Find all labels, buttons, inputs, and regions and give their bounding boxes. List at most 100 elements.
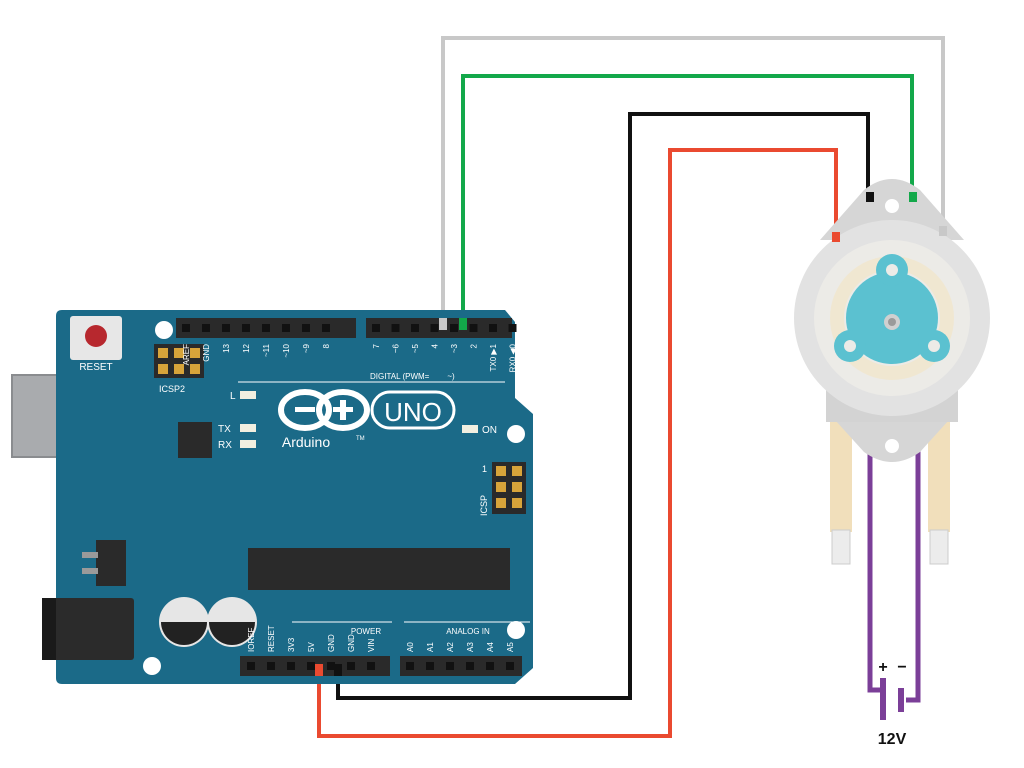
logo-brand: Arduino — [282, 434, 330, 450]
digital-right-pin-label: ~6 — [392, 343, 401, 353]
mounting-hole — [507, 425, 525, 443]
digital-label: DIGITAL (PWM=~) — [370, 372, 455, 381]
pump-rotor — [834, 254, 950, 364]
analog-label: ANALOG IN — [446, 627, 490, 636]
digital-right-pin — [372, 324, 380, 332]
led-on: ON — [462, 425, 497, 436]
capacitor — [207, 597, 257, 647]
digital-left-pin — [322, 324, 330, 332]
mounting-hole — [155, 321, 173, 339]
peristaltic-pump — [794, 179, 990, 565]
power-pin — [307, 662, 315, 670]
mounting-hole — [507, 621, 525, 639]
digital-left-pin-label: AREF — [182, 344, 191, 365]
black-wire-end — [334, 664, 342, 676]
power-pin-label: IOREF — [247, 627, 256, 652]
analog-pin-label: A0 — [406, 642, 415, 652]
analog-pin — [446, 662, 454, 670]
logo-tm: TM — [356, 436, 365, 442]
led-rx-label: RX — [218, 440, 232, 451]
reset-button-cap[interactable] — [85, 325, 107, 347]
arduino-uno-board: RESET ICSP2 AREF GND 13 1 2 ~11 ~10 ~9 8 7 ~6 ~5 4 ~… — [11, 310, 533, 684]
digital-right-pin-label: TX0 ▶1 — [489, 343, 498, 371]
icsp-header — [492, 462, 526, 514]
power-pin-label: 5V — [307, 642, 316, 652]
capacitor — [159, 597, 209, 647]
digital-left-pin-label: 8 — [322, 343, 331, 348]
digital-left-pin-label: ~9 — [302, 343, 311, 353]
power-pin — [367, 662, 375, 670]
led-l: L — [230, 391, 256, 402]
digital-right-pin-label: 4 — [431, 343, 440, 348]
digital-right-pin — [469, 324, 478, 332]
battery-plate-long — [880, 678, 886, 720]
analog-pin-label: A3 — [466, 642, 475, 652]
red-wire — [317, 148, 838, 738]
analog-pin — [486, 662, 494, 670]
purple-wire-positive — [867, 440, 880, 693]
battery-12v: + − 12V — [878, 659, 907, 748]
digital-left-pin — [302, 324, 310, 332]
usb-chip — [178, 422, 212, 458]
digital-left-pin-label: ~10 — [282, 343, 291, 357]
analog-pin-label: A4 — [486, 642, 495, 652]
digital-right-pin-label: 2 — [470, 343, 479, 348]
power-pin — [287, 662, 295, 670]
pump-tube-right — [928, 420, 950, 532]
battery-plus: + — [878, 659, 887, 676]
icsp-label: ICSP — [479, 495, 489, 516]
purple-wire-negative — [906, 440, 921, 703]
black-wire — [336, 112, 870, 700]
digital-left-pin-label: 13 — [222, 343, 231, 352]
digital-right-pin-label: 7 — [372, 343, 381, 348]
power-pin-label: GND — [327, 634, 336, 652]
power-pin — [347, 662, 355, 670]
analog-header — [400, 656, 522, 676]
digital-left-pin — [182, 324, 190, 332]
digital-left-pin — [242, 324, 250, 332]
green-wire — [461, 74, 914, 328]
icsp2-label: ICSP2 — [159, 384, 185, 394]
digital-left-pin — [262, 324, 270, 332]
digital-right-pin-label: ~5 — [411, 343, 420, 353]
digital-left-pin — [222, 324, 230, 332]
digital-left-pin — [202, 324, 210, 332]
digital-right-pin — [411, 324, 419, 332]
digital-right-pin — [508, 324, 517, 332]
digital-right-pin — [450, 324, 458, 332]
led-l-label: L — [230, 391, 236, 402]
digital-right-pin-label: ~3 — [450, 343, 459, 353]
power-pin — [267, 662, 275, 670]
wires — [317, 36, 945, 738]
analog-pin — [406, 662, 414, 670]
power-pin — [247, 662, 255, 670]
digital-right-pin — [430, 324, 439, 332]
digital-left-pin-label: GND — [202, 344, 211, 362]
led-rx: RX — [218, 440, 256, 451]
digital-right-pin-label: RX0 ◀0 — [509, 343, 518, 372]
atmega328-chip — [248, 548, 510, 590]
analog-pin — [506, 662, 514, 670]
analog-pin — [426, 662, 434, 670]
battery-minus: − — [897, 659, 906, 676]
reset-label: RESET — [79, 362, 112, 373]
power-label: POWER — [351, 627, 381, 636]
green-wire-end — [459, 318, 467, 330]
battery-voltage: 12V — [878, 731, 907, 748]
power-pin — [327, 662, 335, 670]
digital-left-pin — [282, 324, 290, 332]
voltage-regulator — [82, 540, 126, 586]
icsp2-header — [154, 344, 204, 378]
digital-left-pin-label: ~11 — [262, 343, 271, 357]
board-pcb — [56, 310, 533, 684]
analog-pin-label: A5 — [506, 642, 515, 652]
power-pin-label: 3V3 — [287, 637, 296, 652]
logo-model: UNO — [384, 397, 442, 427]
icsp-pin1-label: 1 — [482, 464, 487, 474]
gray-wire — [441, 36, 945, 328]
power-pin-label: GND — [347, 634, 356, 652]
led-tx: TX — [218, 424, 256, 435]
battery-plate-short — [898, 688, 904, 712]
digital-right-pin — [489, 324, 497, 332]
